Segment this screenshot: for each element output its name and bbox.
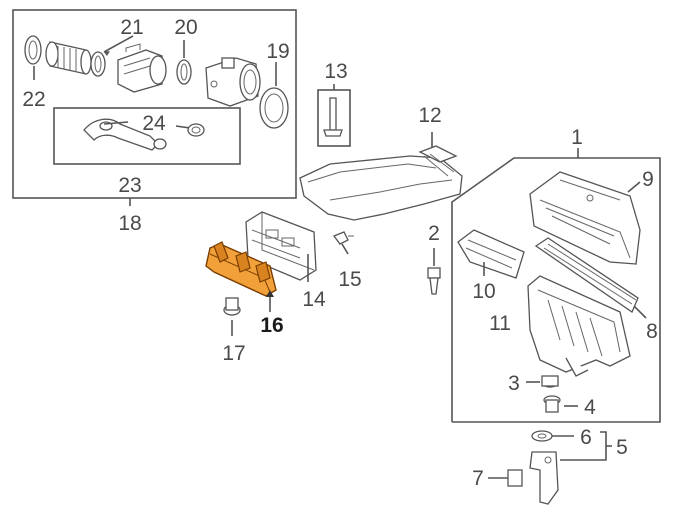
part-19-band[interactable] <box>259 62 289 129</box>
callout-18: 18 <box>118 212 141 235</box>
callout-16: 16 <box>260 314 283 337</box>
callout-5: 5 <box>616 436 628 459</box>
callout-9: 9 <box>642 168 654 191</box>
part-3-grommet[interactable] <box>526 375 559 388</box>
part-maf-sensor[interactable] <box>205 57 261 107</box>
part-8-filter-panel[interactable] <box>534 237 647 319</box>
group-box-1 <box>451 148 661 423</box>
callout-21: 21 <box>120 16 143 39</box>
callout-23: 23 <box>118 174 141 197</box>
callout-13: 13 <box>324 60 347 83</box>
callout-22: 22 <box>22 88 45 111</box>
part-20-clamp[interactable] <box>176 40 192 85</box>
callout-labels: 1 2 3 4 5 6 7 8 9 10 11 12 13 14 15 16 1… <box>22 16 658 490</box>
part-5-bracket[interactable] <box>529 431 612 505</box>
part-4-bushing[interactable] <box>543 395 578 413</box>
part-17-bolt[interactable] <box>223 297 241 336</box>
callout-12: 12 <box>418 104 441 127</box>
part-11-lower-housing[interactable] <box>527 275 631 377</box>
callout-8: 8 <box>646 320 658 343</box>
callout-17: 17 <box>222 342 245 365</box>
part-12-intake-duct[interactable] <box>299 132 463 221</box>
part-intake-hose[interactable] <box>45 41 92 75</box>
part-10-filter[interactable] <box>457 229 525 279</box>
part-22-ring[interactable] <box>24 35 42 80</box>
group-box-18 <box>12 9 297 206</box>
callout-6: 6 <box>580 426 592 449</box>
callout-14: 14 <box>302 288 326 311</box>
part-2-clip[interactable] <box>427 248 441 295</box>
part-9-filter-cover[interactable] <box>529 171 641 265</box>
part-7-bolt[interactable] <box>488 469 523 487</box>
callout-2: 2 <box>428 222 440 245</box>
part-13-bolt[interactable] <box>317 84 351 147</box>
callout-24: 24 <box>142 112 166 135</box>
part-16-bracket-highlighted[interactable] <box>205 241 277 312</box>
callout-1: 1 <box>571 126 583 149</box>
callout-4: 4 <box>584 396 596 419</box>
part-24-hose[interactable] <box>83 118 205 151</box>
callout-19: 19 <box>266 40 289 63</box>
callout-15: 15 <box>338 268 361 291</box>
callout-11: 11 <box>489 312 511 335</box>
part-air-housing[interactable] <box>117 43 167 93</box>
callout-20: 20 <box>174 16 197 39</box>
part-6-washer[interactable] <box>531 430 574 442</box>
part-15-bolt[interactable] <box>332 231 354 255</box>
part-21-clamp[interactable] <box>90 35 134 77</box>
callout-10: 10 <box>472 280 495 303</box>
callout-3: 3 <box>508 372 520 395</box>
callout-7: 7 <box>472 467 484 490</box>
